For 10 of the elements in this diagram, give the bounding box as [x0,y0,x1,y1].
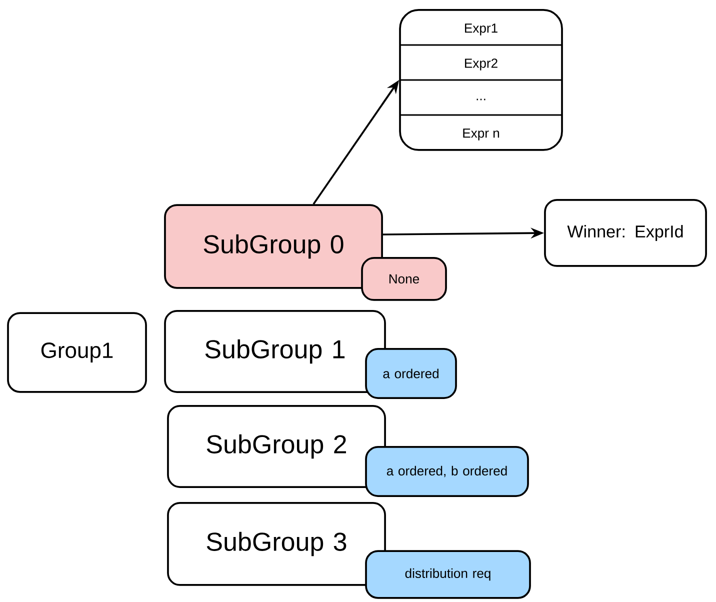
expression-table: Expr1 Expr2 ... Expr n [399,9,563,151]
tag-box: a ordered, b ordered [365,446,529,497]
tag-box: a ordered [365,348,457,399]
group-box: SubGroup 3 [167,502,386,586]
group-box: SubGroup 0 [164,204,383,289]
group-box: Group1 [7,312,147,393]
tag-box: distribution req [365,550,531,599]
tag-box: None [361,257,447,301]
group-box: SubGroup 2 [167,405,386,488]
winner-box: Winner: ExprId [544,199,707,267]
